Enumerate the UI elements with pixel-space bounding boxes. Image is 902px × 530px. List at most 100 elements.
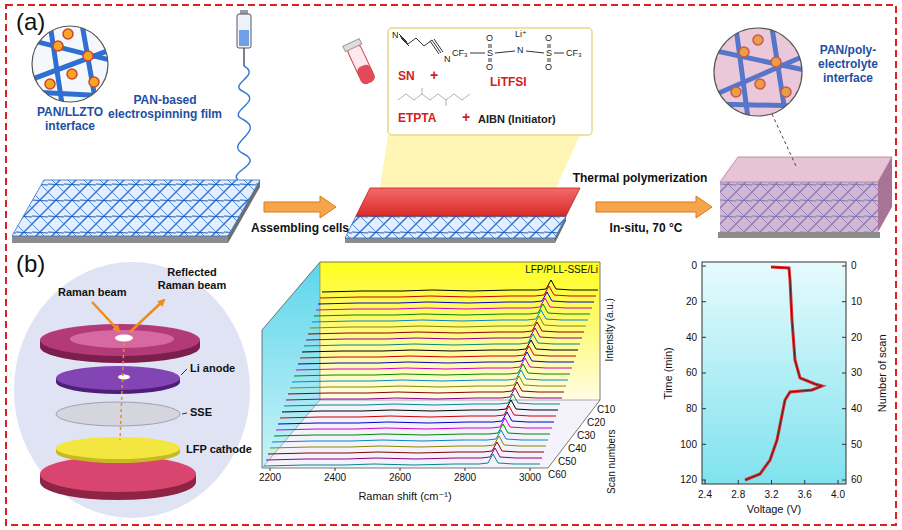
plus-sign: +	[430, 67, 438, 83]
atom-symbol: S	[546, 48, 552, 58]
zoom-circle	[30, 24, 110, 104]
process-arrow	[264, 196, 336, 218]
electrospun-mat	[12, 236, 228, 243]
polymerized-cell	[878, 157, 892, 232]
zoom-circle	[67, 69, 77, 79]
atom-symbol: O	[486, 62, 493, 72]
atom-symbol: S	[487, 48, 493, 58]
raman-spectrum	[264, 280, 598, 466]
coated-cell	[345, 216, 566, 238]
tick-label: C50	[558, 456, 576, 468]
tick-label: C20	[587, 417, 605, 429]
process-arrow	[596, 196, 712, 218]
tick-label: 2600	[389, 472, 411, 484]
raman-spectrum	[308, 322, 584, 334]
dashed-frame	[6, 5, 896, 525]
atom-symbol: O	[545, 33, 552, 43]
raman-spectrum	[268, 442, 544, 454]
syringe	[237, 14, 251, 48]
raman-spectrum	[296, 358, 572, 370]
plus-sign: +	[462, 109, 470, 125]
tick-label: 30	[851, 367, 862, 379]
chemical-bonds	[399, 34, 409, 46]
voltage-plot	[702, 301, 706, 302]
tick-label: 60	[686, 367, 697, 379]
zoom-circle	[45, 29, 99, 89]
raman-spectrum	[294, 364, 570, 376]
atom-symbol: O	[486, 33, 493, 43]
raman-spectrum	[318, 292, 594, 304]
raman-waterfall-plot	[530, 468, 531, 471]
chemical-name: SN	[398, 70, 415, 84]
voltage-plot	[702, 266, 706, 267]
cell-schematic	[56, 402, 180, 426]
precursor-vial	[343, 39, 362, 52]
raman-spectrum	[322, 280, 598, 292]
voltage-plot	[702, 444, 706, 445]
atom-symbol: N	[444, 54, 451, 64]
raman-spectrum	[302, 340, 578, 352]
beam-label: Reflected Raman beam	[152, 266, 232, 291]
cell-schematic	[118, 375, 130, 380]
atom-symbol: N	[517, 45, 524, 55]
interface-label: PAN/poly-electrolyte interface	[806, 44, 890, 85]
tick-label: 60	[851, 474, 862, 486]
raman-spectrum	[290, 376, 566, 388]
voltage-plot	[702, 262, 846, 484]
zoom-circle	[82, 24, 96, 104]
chemical-bonds	[430, 39, 443, 54]
zoom-circle	[32, 26, 108, 102]
zoom-circle	[63, 29, 73, 39]
coated-cell	[345, 238, 555, 243]
zoom-circle	[53, 41, 63, 51]
tick-label: 3.2	[765, 489, 779, 501]
voltage-plot	[702, 408, 706, 409]
axis-title: Time (min)	[662, 347, 675, 399]
raman-spectrum	[276, 418, 552, 430]
voltage-plot	[702, 337, 706, 338]
raman-spectrum	[300, 346, 576, 358]
raman-waterfall-plot	[262, 262, 600, 468]
tick-label: C40	[568, 443, 586, 455]
interface-label: PAN/LLZTO interface	[27, 106, 113, 134]
step-condition: In-situ, 70 °C	[610, 222, 683, 236]
zoom-circle	[30, 50, 110, 80]
axis-title: Number of scan	[876, 334, 889, 412]
film-label: PAN-based electrospinning film	[99, 94, 231, 122]
axis-title: Voltage (V)	[747, 503, 801, 516]
raman-spectrum	[264, 454, 540, 466]
tick-label: 2.8	[731, 489, 745, 501]
zoom-circle	[714, 28, 802, 116]
cell-schematic	[40, 324, 200, 356]
zoom-circle	[712, 28, 804, 118]
plot-legend: LFP/PLL-SSE/Li	[525, 264, 598, 276]
raman-spectrum	[298, 352, 574, 364]
tick-label: 80	[686, 403, 697, 415]
tick-label: 40	[686, 332, 697, 344]
polymerized-cell	[720, 182, 878, 232]
raman-spectrum	[280, 406, 556, 418]
voltage-plot	[842, 408, 846, 409]
atom-symbol: CF₃	[452, 48, 468, 58]
syringe	[243, 48, 245, 66]
polymerized-cell	[720, 182, 878, 232]
cell-schematic	[70, 330, 174, 348]
voltage-plot	[702, 373, 706, 374]
voltage-plot	[838, 480, 839, 484]
tick-label: 2200	[259, 472, 281, 484]
precursor-vial	[343, 39, 378, 86]
illustration-step: PAN/poly-electrolyte interface	[714, 26, 896, 240]
illustration-step: NNSN+Li⁺CF₃OSONOSOCF₃LiTFSIETPTA+AIBN (I…	[338, 26, 594, 240]
cell-schematic	[14, 262, 250, 518]
cell-schematic	[182, 413, 187, 414]
tick-label: 0	[691, 260, 697, 272]
tick-label: C10	[597, 404, 615, 416]
cell-schematic	[56, 437, 180, 459]
tick-label: 2400	[324, 472, 346, 484]
chemical-name: ETPTA	[398, 112, 436, 126]
raman-spectrum	[304, 334, 580, 346]
zoom-circle	[714, 28, 802, 116]
atom-symbol: Li⁺	[515, 29, 527, 39]
raman-spectrum	[320, 286, 596, 298]
